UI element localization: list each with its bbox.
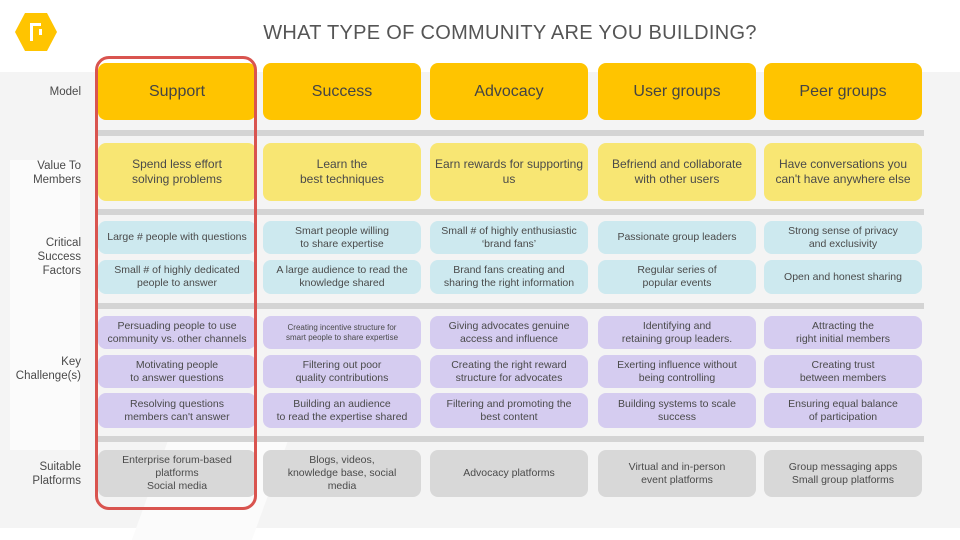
row-label-value: Value To Members <box>33 160 81 186</box>
row-divider <box>98 303 924 309</box>
challenge-card: Creating incentive structure for smart p… <box>263 316 421 349</box>
challenge-card: Creating the right reward structure for … <box>430 355 588 388</box>
platform-card-success: Blogs, videos, knowledge base, social me… <box>263 450 421 497</box>
challenge-card: Resolving questions members can't answer <box>98 393 256 428</box>
value-card-advocacy: Earn rewards for supporting us <box>430 143 588 201</box>
challenge-card: Attracting the right initial members <box>764 316 922 349</box>
success-factor-card: Open and honest sharing <box>764 260 922 294</box>
platform-card-peer-groups: Group messaging apps Small group platfor… <box>764 450 922 497</box>
platform-card-support: Enterprise forum-based platforms Social … <box>98 450 256 497</box>
challenge-card: Building an audience to read the experti… <box>263 393 421 428</box>
challenge-card: Identifying and retaining group leaders. <box>598 316 756 349</box>
challenge-card: Persuading people to use community vs. o… <box>98 316 256 349</box>
value-card-user-groups: Befriend and collaborate with other user… <box>598 143 756 201</box>
row-divider <box>98 130 924 136</box>
support-column-highlight <box>95 56 257 510</box>
challenge-card: Creating trust between members <box>764 355 922 388</box>
row-divider <box>98 436 924 442</box>
success-factor-card: Small # of highly enthusiastic ‘brand fa… <box>430 221 588 254</box>
row-divider <box>98 209 924 215</box>
value-card-peer-groups: Have conversations you can't have anywhe… <box>764 143 922 201</box>
background-watermark <box>10 160 80 450</box>
row-label-model: Model <box>49 86 81 98</box>
success-factor-card: Strong sense of privacy and exclusivity <box>764 221 922 254</box>
model-card-success: Success <box>263 63 421 120</box>
platform-card-advocacy: Advocacy platforms <box>430 450 588 497</box>
success-factor-card: Regular series of popular events <box>598 260 756 294</box>
challenge-card: Ensuring equal balance of participation <box>764 393 922 428</box>
challenge-card: Motivating people to answer questions <box>98 355 256 388</box>
row-label-success-factors: Critical Success Factors <box>37 237 81 277</box>
challenge-card: Filtering out poor quality contributions <box>263 355 421 388</box>
challenge-card: Exerting influence without being control… <box>598 355 756 388</box>
page-title: WHAT TYPE OF COMMUNITY ARE YOU BUILDING? <box>263 22 757 44</box>
model-card-peer-groups: Peer groups <box>764 63 922 120</box>
brand-logo-icon <box>15 13 57 51</box>
value-card-success: Learn the best techniques <box>263 143 421 201</box>
row-label-platforms: Suitable Platforms <box>32 461 81 487</box>
success-factor-card: Passionate group leaders <box>598 221 756 254</box>
platform-card-user-groups: Virtual and in-person event platforms <box>598 450 756 497</box>
success-factor-card: Brand fans creating and sharing the righ… <box>430 260 588 294</box>
row-label-challenges: Key Challenge(s) <box>15 356 81 382</box>
model-card-user-groups: User groups <box>598 63 756 120</box>
success-factor-card: Smart people willing to share expertise <box>263 221 421 254</box>
success-factor-card: A large audience to read the knowledge s… <box>263 260 421 294</box>
success-factor-card: Large # people with questions <box>98 221 256 254</box>
challenge-card: Giving advocates genuine access and infl… <box>430 316 588 349</box>
success-factor-card: Small # of highly dedicated people to an… <box>98 260 256 294</box>
model-card-support: Support <box>98 63 256 120</box>
challenge-card: Building systems to scale success <box>598 393 756 428</box>
model-card-advocacy: Advocacy <box>430 63 588 120</box>
value-card-support: Spend less effort solving problems <box>98 143 256 201</box>
challenge-card: Filtering and promoting the best content <box>430 393 588 428</box>
